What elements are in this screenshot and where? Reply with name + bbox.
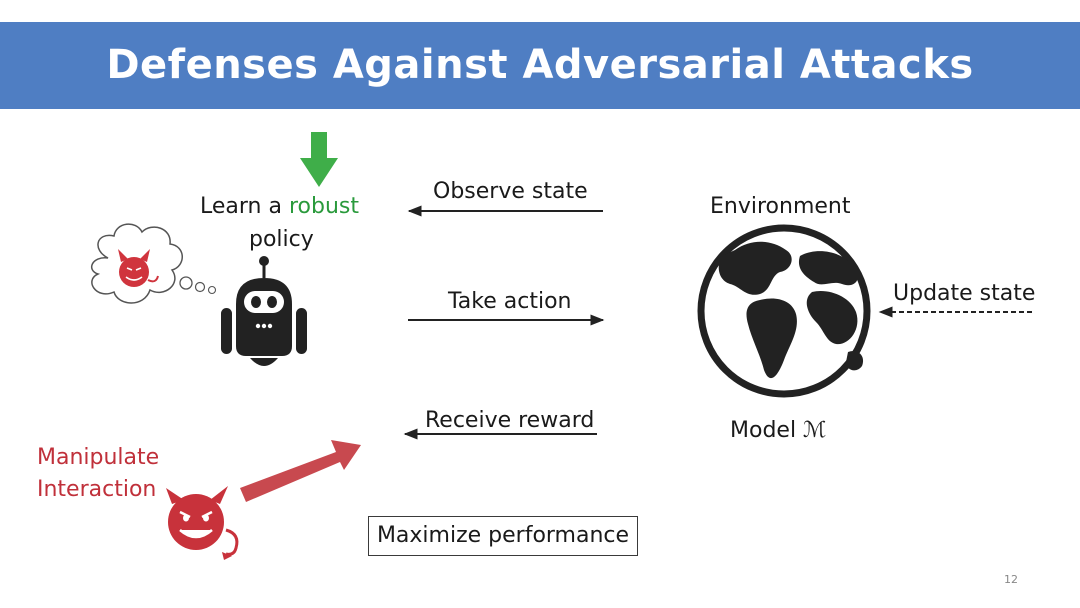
observe-state-label: Observe state: [433, 179, 588, 204]
devil-icon: [166, 486, 239, 560]
agent-label-robust: robust: [288, 194, 359, 219]
page-number: 12: [1004, 573, 1018, 586]
agent-label-policy: policy: [249, 227, 314, 252]
receive-reward-label: Receive reward: [425, 408, 595, 433]
environment-label: Environment: [710, 194, 851, 219]
slide-title: Defenses Against Adversarial Attacks: [106, 42, 974, 88]
down-arrow-icon: [300, 132, 338, 187]
manipulate-arrow: [240, 440, 361, 502]
agent-label: Learn a robust: [200, 194, 359, 219]
update-state-label: Update state: [893, 281, 1036, 306]
globe-icon: [697, 224, 871, 398]
interaction-label: Interaction: [37, 477, 157, 502]
model-label: Model ℳ: [730, 418, 827, 443]
agent-label-prefix: Learn a: [200, 194, 289, 219]
take-action-label: Take action: [448, 289, 572, 314]
title-banner: Defenses Against Adversarial Attacks: [0, 22, 1080, 109]
robot-icon: [221, 256, 307, 366]
manipulate-label: Manipulate: [37, 445, 160, 470]
objective-box: Maximize performance: [368, 516, 638, 556]
thought-cloud-icon: [90, 223, 217, 304]
